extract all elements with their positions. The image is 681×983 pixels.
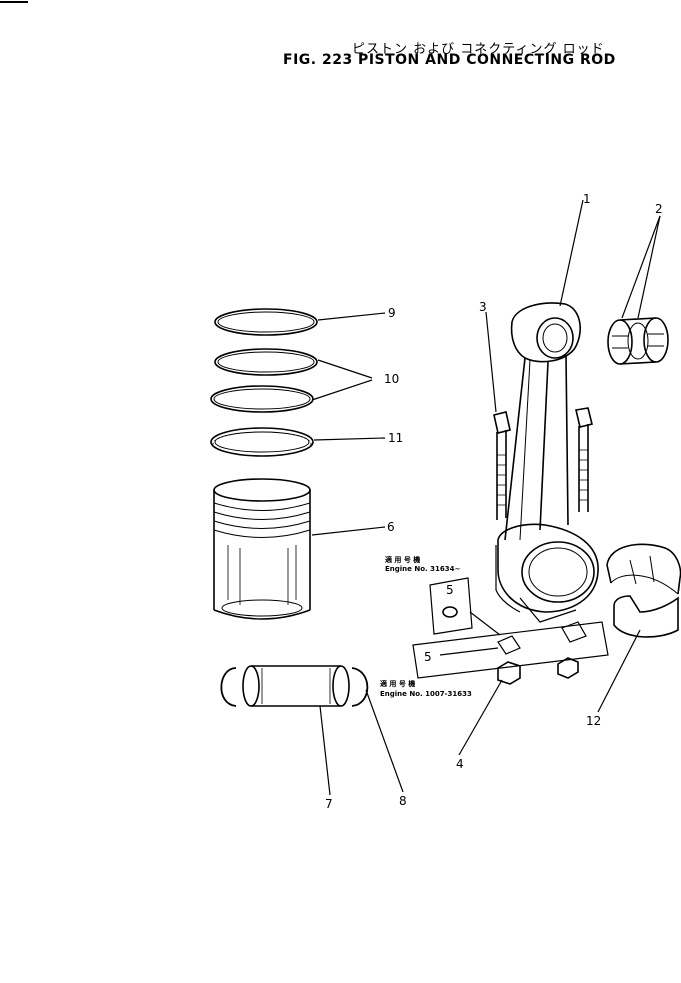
- callout-4: 4: [456, 757, 464, 771]
- callout-3: 3: [479, 300, 487, 314]
- note-upper-jp: 適 用 号 機: [385, 555, 420, 564]
- piston: [213, 478, 311, 620]
- callout-5-inset: 5: [446, 583, 454, 597]
- leader-lines: [311, 199, 661, 796]
- note-upper-label: Engine No. 31634~: [385, 565, 460, 573]
- lock-plate-group: [412, 621, 609, 679]
- small-end-bushing: [607, 317, 669, 365]
- callout-7: 7: [325, 797, 333, 811]
- figure-title-japanese: ピストン および コネクティング ロッド: [352, 42, 605, 57]
- connecting-rod-nut-left: [497, 661, 521, 685]
- note-lower-jp: 適 用 号 機: [380, 679, 415, 688]
- piston-pin: [242, 665, 350, 707]
- snap-ring-right: [351, 667, 369, 707]
- callout-6: 6: [387, 520, 395, 534]
- callout-9: 9: [388, 306, 396, 320]
- lock-nut-inset: [429, 577, 473, 635]
- callout-10: 10: [384, 372, 399, 386]
- callout-2: 2: [655, 202, 663, 216]
- note-lower-label: Engine No. 1007-31633: [380, 690, 472, 698]
- connecting-rod: [495, 302, 599, 623]
- callout-12: 12: [586, 714, 601, 728]
- piston-ring-third: [210, 385, 314, 413]
- snap-ring-left: [220, 667, 237, 707]
- connecting-rod-bolt-left: [493, 411, 511, 520]
- figure-title: FIG. 223 PISTON AND CONNECTING ROD: [283, 52, 616, 68]
- piston-ring-second: [214, 348, 318, 376]
- connecting-rod-bolt-right: [575, 407, 593, 512]
- callout-1: 1: [583, 192, 591, 206]
- callout-5: 5: [424, 650, 432, 664]
- big-end-bearing: [606, 543, 681, 638]
- callout-11: 11: [388, 431, 403, 445]
- connecting-rod-nut-right: [557, 657, 579, 679]
- callout-8: 8: [399, 794, 407, 808]
- oil-ring: [210, 427, 314, 457]
- piston-ring-top: [214, 308, 318, 336]
